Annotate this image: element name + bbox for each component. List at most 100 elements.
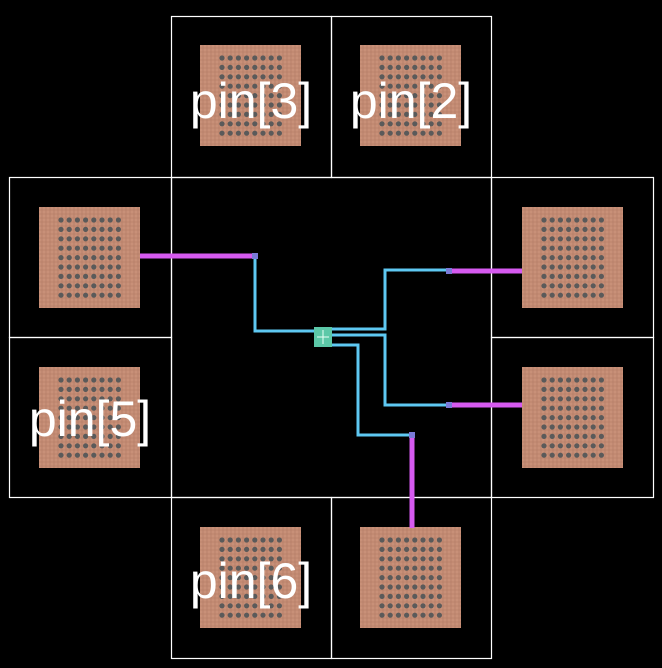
via <box>436 93 442 99</box>
via <box>260 584 266 590</box>
via <box>107 424 113 430</box>
via <box>227 556 233 562</box>
via <box>115 236 121 242</box>
via <box>74 396 80 402</box>
via <box>379 102 385 108</box>
via <box>115 226 121 232</box>
via <box>268 130 274 136</box>
via <box>412 93 418 99</box>
via <box>99 415 105 421</box>
via <box>244 93 250 99</box>
via <box>387 121 393 127</box>
via <box>99 292 105 298</box>
via <box>219 584 225 590</box>
via <box>227 584 233 590</box>
via <box>428 546 434 553</box>
via <box>379 565 385 571</box>
via <box>387 111 393 117</box>
via <box>66 283 72 289</box>
pin-5-label: pin[5] <box>29 391 151 447</box>
via <box>107 452 113 458</box>
via <box>598 264 605 270</box>
via <box>91 415 97 421</box>
via <box>590 217 596 223</box>
via <box>549 255 555 261</box>
via <box>252 565 258 571</box>
via <box>58 264 64 270</box>
via <box>107 386 113 392</box>
via <box>219 603 225 609</box>
via <box>395 83 401 89</box>
via <box>541 236 547 242</box>
via <box>566 245 572 251</box>
via <box>428 111 434 117</box>
via <box>404 584 410 590</box>
via <box>107 396 113 402</box>
via <box>582 443 588 449</box>
via <box>574 273 580 279</box>
via <box>235 603 241 609</box>
via <box>91 386 97 392</box>
via <box>598 292 605 298</box>
cell-center <box>170 176 493 499</box>
via <box>99 226 105 232</box>
via <box>58 433 64 439</box>
via <box>574 377 580 383</box>
via <box>66 386 72 392</box>
via <box>227 121 233 127</box>
via <box>395 575 401 581</box>
via <box>582 245 588 251</box>
via <box>436 612 442 618</box>
via <box>598 443 605 449</box>
center-cell <box>314 327 332 347</box>
via <box>395 546 401 553</box>
via <box>582 217 588 223</box>
via <box>244 612 250 618</box>
via <box>582 452 588 458</box>
via <box>404 83 410 89</box>
via <box>252 556 258 562</box>
via <box>541 283 547 289</box>
via <box>590 433 596 439</box>
via <box>219 102 225 108</box>
via <box>590 377 596 383</box>
via <box>395 121 401 127</box>
via <box>66 443 72 449</box>
via <box>252 603 258 609</box>
via <box>115 273 121 279</box>
via <box>420 546 426 553</box>
via <box>83 452 89 458</box>
via <box>66 433 72 439</box>
via <box>252 537 258 543</box>
via <box>227 93 233 99</box>
via <box>541 415 547 421</box>
via <box>404 556 410 562</box>
via <box>227 593 233 600</box>
via <box>58 424 64 430</box>
via <box>235 556 241 562</box>
via <box>58 292 64 298</box>
via <box>99 245 105 251</box>
via <box>219 575 225 581</box>
via <box>566 264 572 270</box>
via <box>395 556 401 562</box>
via <box>227 575 233 581</box>
via <box>91 264 97 270</box>
via <box>276 612 282 618</box>
via <box>99 264 105 270</box>
via <box>74 226 80 232</box>
via <box>557 443 564 449</box>
via <box>590 245 596 251</box>
via <box>91 433 97 439</box>
via <box>428 584 434 590</box>
via <box>99 255 105 261</box>
via <box>107 292 113 298</box>
via <box>566 377 572 383</box>
via <box>566 452 572 458</box>
via <box>566 217 572 223</box>
via <box>276 93 282 99</box>
via <box>83 292 89 298</box>
via <box>74 217 80 223</box>
io-pads <box>39 45 623 628</box>
via <box>541 443 547 449</box>
